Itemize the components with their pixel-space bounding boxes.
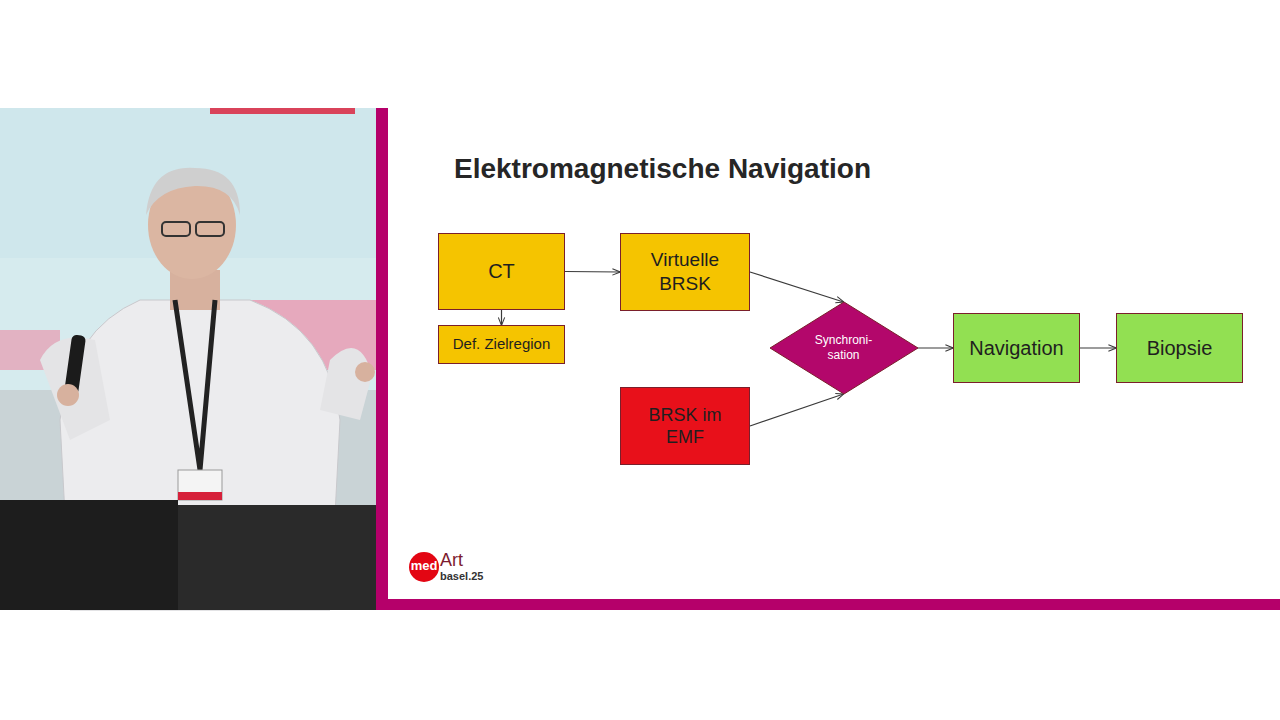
node-label: Def. Zielregion xyxy=(453,335,551,354)
process-box: Virtuelle BRSK xyxy=(620,233,750,311)
hand xyxy=(57,384,79,406)
lanyard xyxy=(175,300,215,470)
logo-circle xyxy=(409,552,439,582)
glasses xyxy=(196,222,224,236)
slide-title: Elektromagnetische Navigation xyxy=(454,153,871,185)
connector-arrow xyxy=(565,271,620,273)
logo-text: med xyxy=(410,558,438,573)
node-label: BRSK im EMF xyxy=(628,404,742,449)
connector-arrow xyxy=(750,394,844,426)
connector-arrow xyxy=(750,272,844,302)
node-label: Synchroni-sation xyxy=(811,333,877,363)
connector-arrow xyxy=(501,310,502,325)
logo-text: basel.25 xyxy=(440,570,483,582)
slide-border xyxy=(376,108,388,610)
monitor xyxy=(0,500,178,610)
logo-text: Art xyxy=(440,550,463,571)
arm xyxy=(320,348,372,420)
process-box: Def. Zielregion xyxy=(438,325,565,364)
diamond-shape xyxy=(770,302,918,394)
video-wall xyxy=(0,108,376,258)
node-label: Virtuelle BRSK xyxy=(628,248,742,296)
glasses xyxy=(162,222,190,236)
red-strip xyxy=(210,108,355,114)
badge xyxy=(178,470,222,500)
process-box: Biopsie xyxy=(1116,313,1243,383)
connector-arrow xyxy=(1080,347,1116,348)
process-box: Navigation xyxy=(953,313,1080,383)
node-label: CT xyxy=(488,259,515,284)
process-box: CT xyxy=(438,233,565,310)
monitor xyxy=(178,505,376,610)
video-background xyxy=(0,108,376,610)
node-label: Biopsie xyxy=(1147,336,1213,361)
hand xyxy=(355,362,375,382)
slide-border xyxy=(376,599,1280,610)
hair xyxy=(146,168,240,215)
badge-stripe xyxy=(178,492,222,500)
decision-diamond: Synchroni-sation xyxy=(770,302,918,394)
process-box: BRSK im EMF xyxy=(620,387,750,465)
node-label: Navigation xyxy=(969,336,1064,361)
connector-arrow xyxy=(918,347,954,348)
